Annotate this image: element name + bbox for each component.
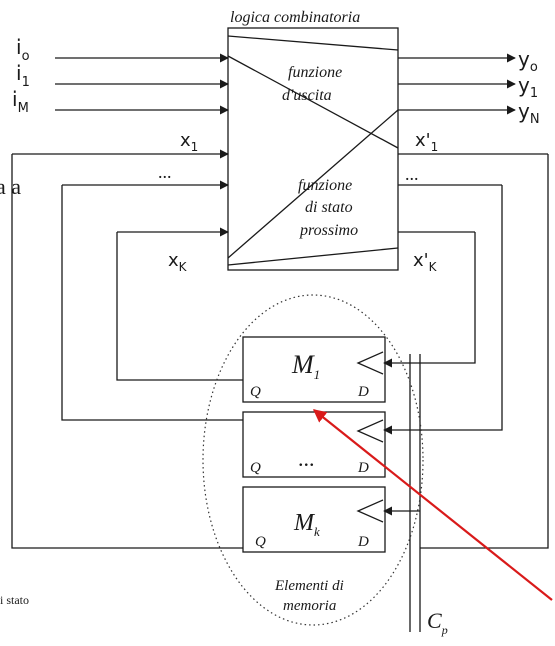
memory-1-d: D xyxy=(357,384,369,400)
state-ellipsis-right: ... xyxy=(405,164,419,184)
output-function-upper-line xyxy=(227,35,399,51)
memory-group-label-1: Elementi di xyxy=(274,578,344,594)
feedback-to-dk xyxy=(420,154,549,549)
output-function-label-2: d'uscita xyxy=(282,87,332,104)
memory-k-name: Mk xyxy=(293,510,320,539)
feedback-to-dmid xyxy=(420,185,503,431)
output-function-label-1: funzione xyxy=(288,64,342,81)
next-state-lower-line xyxy=(227,247,399,266)
combinational-logic-block xyxy=(227,27,399,271)
pointer-arrow xyxy=(312,409,553,601)
next-state-label-3: prossimo xyxy=(299,222,358,239)
clock-triangle-1 xyxy=(356,351,384,375)
feedback-from-qmid xyxy=(61,185,243,421)
next-state-label-1: funzione xyxy=(298,177,352,194)
separator-diagonal xyxy=(227,55,399,149)
memory-mid-q: Q xyxy=(250,460,261,476)
state-label-xK: xK xyxy=(168,250,188,274)
cut-text-left-top: a a xyxy=(0,174,21,199)
output-label-y0: yo xyxy=(518,47,538,75)
memory-1-name: M1 xyxy=(291,350,320,382)
input-label-i0: io xyxy=(16,35,30,64)
memory-group-ellipse xyxy=(202,294,424,626)
memory-1-q: Q xyxy=(250,384,261,400)
feedback-to-d1 xyxy=(420,232,476,364)
clock-triangle-mid xyxy=(356,419,384,443)
input-label-i1: i1 xyxy=(16,61,30,90)
cut-text-left-bottom: i stato xyxy=(0,593,29,607)
output-label-y1: y1 xyxy=(518,73,538,101)
memory-element-k xyxy=(242,486,386,553)
next-state-label-2: di stato xyxy=(305,199,353,216)
memory-group-label-2: memoria xyxy=(283,598,336,614)
block-title: logica combinatoria xyxy=(230,9,360,26)
feedback-from-q1 xyxy=(116,232,243,381)
next-state-label-x1p: x'1 xyxy=(415,130,438,154)
memory-k-q: Q xyxy=(255,534,266,550)
output-label-yN: yN xyxy=(518,99,540,127)
state-ellipsis-left: ... xyxy=(158,162,172,182)
memory-mid-d: D xyxy=(357,460,369,476)
input-label-iM: iM xyxy=(12,87,29,116)
state-label-x1: x1 xyxy=(180,130,198,154)
next-state-label-xKp: x'K xyxy=(413,250,438,274)
memory-element-1 xyxy=(242,336,386,403)
clock-triangle-k xyxy=(356,499,384,523)
feedback-from-qk xyxy=(11,154,243,549)
memory-mid-name: ... xyxy=(298,446,315,471)
next-state-diagonal xyxy=(227,109,399,259)
memory-k-d: D xyxy=(357,534,369,550)
clock-label: Cp xyxy=(427,608,448,637)
